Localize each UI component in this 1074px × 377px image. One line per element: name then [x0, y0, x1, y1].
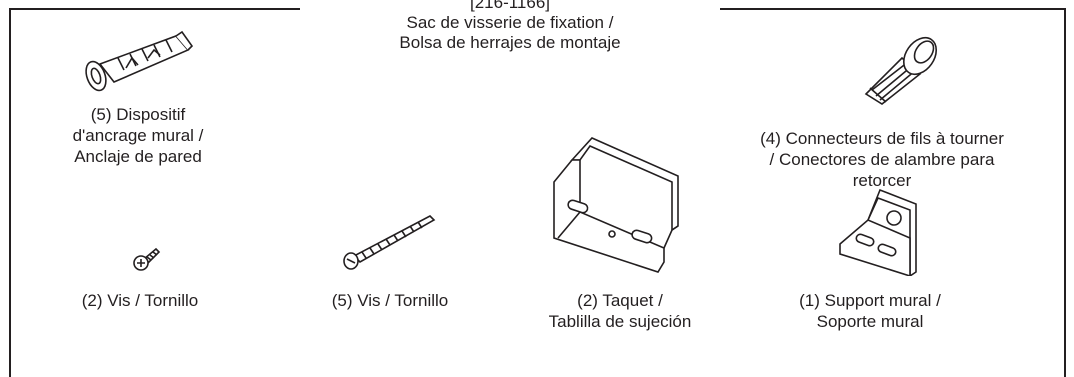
- frame-left: [9, 8, 11, 377]
- wall-bracket-icon: [836, 184, 926, 276]
- mounting-cleat-label: (2) Taquet / Tablilla de sujeción: [548, 291, 692, 331]
- frame-top-left: [9, 8, 343, 10]
- wall-anchor-icon: [78, 28, 198, 96]
- small-screw-label: (2) Vis / Tornillo: [81, 291, 199, 310]
- wall-anchor-label: (5) Dispositif d'ancrage mural / Anclaje…: [72, 105, 204, 166]
- wall-bracket-label: (1) Support mural / Soporte mural: [799, 291, 941, 331]
- title-spanish: Bolsa de herrajes de montaje: [399, 33, 621, 52]
- part-number: [216-1166]: [469, 0, 551, 12]
- kit-title: [216-1166] Sac de visserie de fixation /…: [300, 0, 720, 53]
- frame-right: [1064, 8, 1066, 377]
- mounting-cleat-icon: [550, 130, 700, 280]
- long-screw-label: (5) Vis / Tornillo: [331, 291, 449, 310]
- long-screw-icon: [340, 210, 440, 272]
- wire-connector-label: (4) Connecteurs de fils à tourner / Cone…: [760, 129, 1004, 190]
- small-screw-icon: [132, 245, 162, 273]
- title-french: Sac de visserie de fixation /: [406, 13, 614, 32]
- wire-connector-icon: [858, 28, 948, 108]
- frame-top-right: [664, 8, 1066, 10]
